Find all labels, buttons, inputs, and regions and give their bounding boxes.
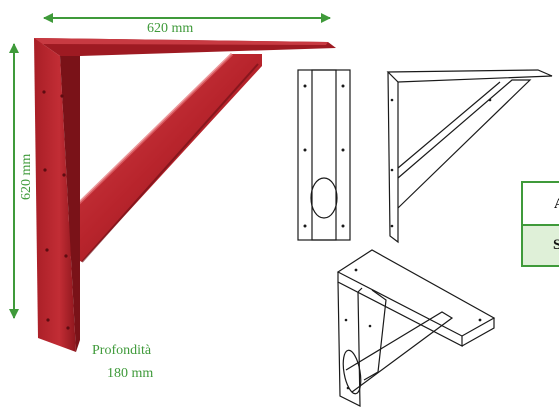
red-bracket-photo xyxy=(34,38,336,352)
height-label: 620 mm xyxy=(19,153,34,200)
table-cell-row1: A xyxy=(554,196,559,213)
front-view-drawing xyxy=(297,69,351,241)
depth-value: 180 mm xyxy=(107,366,154,381)
width-label: 620 mm xyxy=(147,21,194,36)
isometric-view-drawing xyxy=(336,249,496,407)
spec-table xyxy=(521,181,559,267)
depth-label: Profondità xyxy=(92,343,152,358)
side-view-drawing xyxy=(386,69,553,244)
table-cell-row2: S xyxy=(553,237,559,253)
